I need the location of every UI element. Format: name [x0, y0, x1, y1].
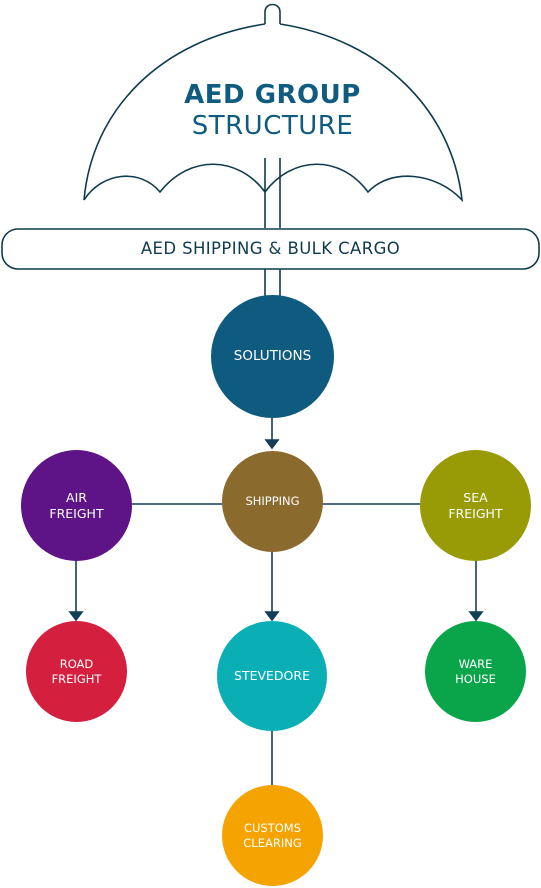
node-ware-house: WARE HOUSE [425, 621, 526, 722]
banner-box [1, 228, 540, 270]
arrowhead-warehouse [468, 611, 484, 622]
node-customs-clearing: CUSTOMS CLEARING [222, 785, 323, 886]
node-stevedore: STEVEDORE [217, 621, 327, 731]
node-air-freight: AIR FREIGHT [21, 450, 132, 561]
arrowhead-stevedore [264, 611, 280, 622]
node-ware-house-label: WARE HOUSE [455, 657, 496, 686]
node-solutions: SOLUTIONS [211, 295, 334, 418]
node-solutions-label: SOLUTIONS [233, 348, 312, 365]
arrowhead-shipping [264, 439, 280, 450]
node-sea-freight-label: SEA FREIGHT [448, 490, 503, 521]
node-stevedore-label: STEVEDORE [234, 668, 310, 684]
node-road-freight: ROAD FREIGHT [26, 621, 127, 722]
node-air-freight-label: AIR FREIGHT [49, 490, 104, 521]
title-line-1: AED GROUP [184, 80, 361, 110]
arrowhead-road [68, 611, 84, 622]
umbrella-tip [264, 3, 281, 24]
node-road-freight-label: ROAD FREIGHT [51, 657, 102, 686]
node-shipping: SHIPPING [222, 451, 323, 552]
title-line-2: STRUCTURE [191, 111, 354, 141]
banner-label: AED SHIPPING & BULK CARGO [140, 239, 401, 258]
node-shipping-label: SHIPPING [245, 494, 300, 509]
node-sea-freight: SEA FREIGHT [420, 450, 531, 561]
node-customs-clearing-label: CUSTOMS CLEARING [243, 821, 302, 850]
